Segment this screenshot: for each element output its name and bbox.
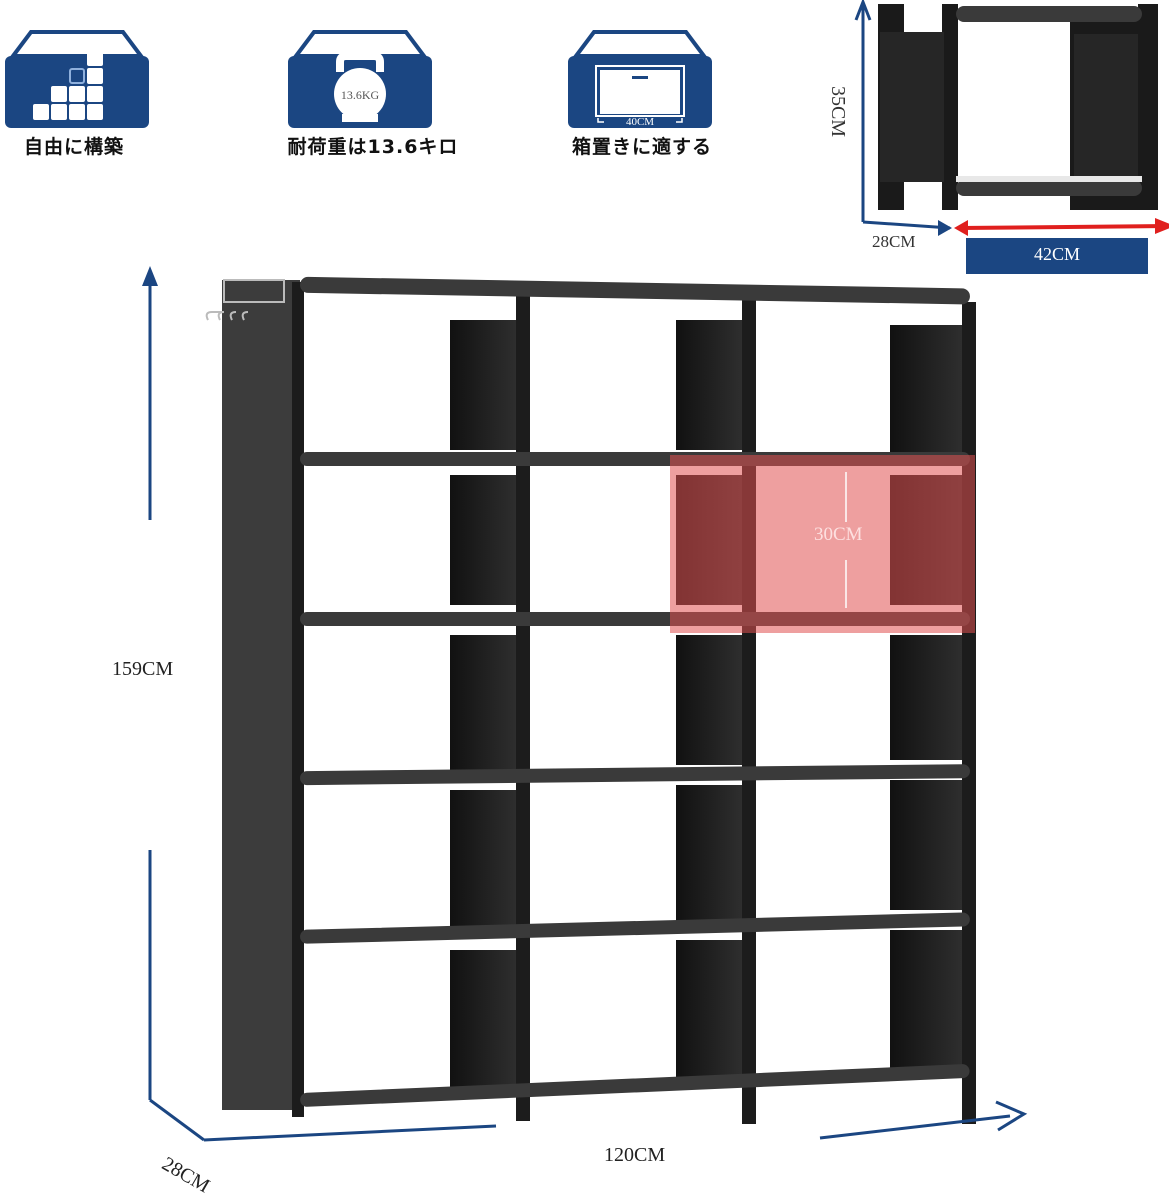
highlighted-cube xyxy=(670,455,975,633)
storage-rack-illustration xyxy=(142,266,1028,1142)
kettlebell-icon: 13.6KG xyxy=(288,30,432,128)
feature-caption: 耐荷重は13.6キロ xyxy=(287,136,459,158)
feature-free-build: 自由に構築 xyxy=(0,28,178,159)
rack-height-label: 159CM xyxy=(112,658,174,680)
single-unit-depth-label: 28CM xyxy=(872,232,916,251)
feature-caption: 自由に構築 xyxy=(23,136,124,158)
hook-rack-icon xyxy=(205,279,285,321)
stacking-blocks-icon xyxy=(5,30,149,128)
feature-caption: 箱置きに適する xyxy=(571,136,712,158)
feature-box-storage: 40CM 箱置きに適する xyxy=(552,28,732,159)
feature-load-capacity: 13.6KG 耐荷重は13.6キロ xyxy=(258,28,488,159)
main-rack-diagram: 159CM 120CM 28CM 30CM xyxy=(0,260,1169,1200)
rack-width-label: 120CM xyxy=(604,1144,666,1166)
cube-height-label: 30CM xyxy=(814,524,863,545)
single-unit-height-label: 35CM xyxy=(827,85,850,138)
single-unit-diagram: 35CM 28CM 42CM xyxy=(820,0,1169,280)
box-width-text: 40CM xyxy=(626,116,654,128)
kettlebell-weight-text: 13.6KG xyxy=(341,88,380,102)
single-unit-width-label: 42CM xyxy=(1033,244,1080,264)
single-unit-illustration xyxy=(854,0,1169,274)
storage-box-icon: 40CM xyxy=(568,30,712,128)
